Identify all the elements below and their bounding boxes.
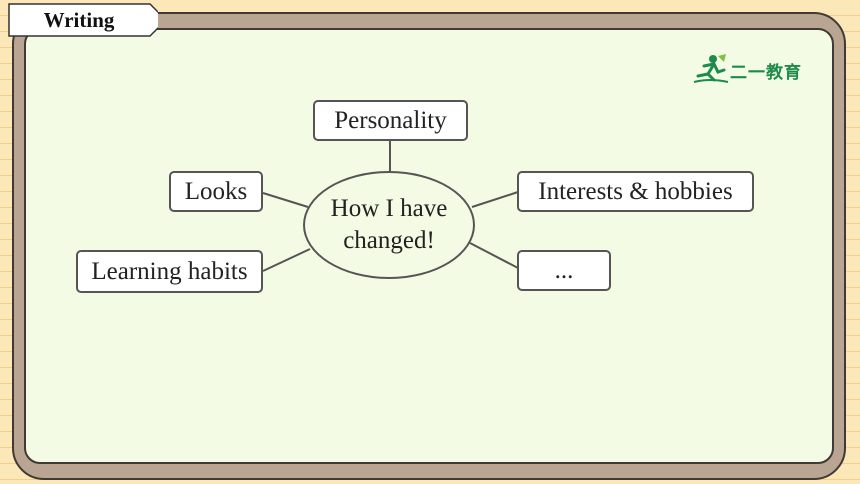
section-tag: Writing: [8, 3, 158, 37]
center-node: How I have changed!: [303, 171, 475, 279]
node-more: ...: [517, 250, 611, 291]
connector-learning: [262, 248, 311, 272]
node-personality-label: Personality: [334, 106, 447, 134]
brand-logo: 二一教育: [690, 52, 810, 88]
node-looks: Looks: [169, 171, 263, 212]
node-interests-hobbies: Interests & hobbies: [517, 171, 754, 212]
center-node-label: How I have changed!: [330, 195, 448, 254]
connector-more: [469, 242, 519, 269]
tag-shape: [8, 3, 158, 37]
section-title: Writing: [43, 8, 115, 32]
connector-interests: [471, 191, 519, 208]
node-more-label: ...: [554, 256, 574, 284]
node-learning-habits: Learning habits: [76, 250, 263, 293]
logo-text: 二一教育: [730, 63, 802, 83]
node-learning-label: Learning habits: [91, 257, 248, 285]
running-figure-icon: [693, 54, 729, 83]
node-personality: Personality: [313, 100, 468, 141]
node-looks-label: Looks: [184, 177, 248, 205]
connector-looks: [262, 192, 309, 208]
node-interests-label: Interests & hobbies: [538, 177, 733, 205]
